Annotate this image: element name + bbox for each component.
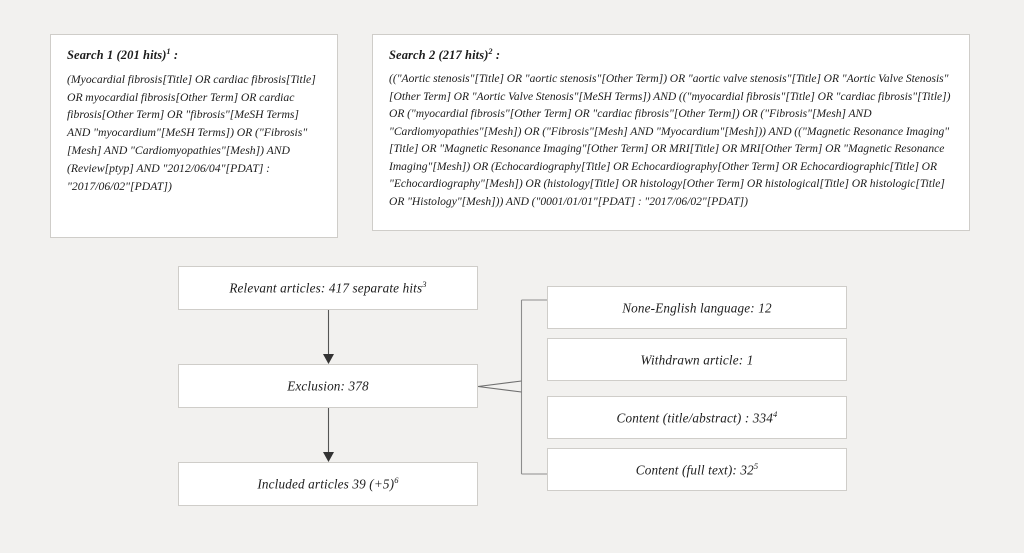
flow-box-relevant-articles: Relevant articles: 417 separate hits3 [178, 266, 478, 310]
flow-box-none-english-language: None-English language: 12 [547, 286, 847, 329]
flow-label-exclusion: Exclusion: 378 [287, 377, 369, 394]
flow-box-withdrawn-article: Withdrawn article: 1 [547, 338, 847, 381]
search-2-query: (("Aortic stenosis"[Title] OR "aortic st… [389, 72, 951, 209]
flow-box-included-articles: Included articles 39 (+5)6 [178, 462, 478, 506]
search-2-title-text: Search 2 (217 hits) [389, 48, 489, 63]
search-2-title-superscript: 2 [488, 47, 493, 56]
search-1-panel: Search 1 (201 hits)1 : (Myocardial fibro… [50, 34, 338, 238]
flow-superscript-relevant-articles: 3 [422, 279, 427, 290]
flow-text-withdrawn-article: Withdrawn article: 1 [640, 352, 754, 368]
arrow-relevant-to-exclusion-head [323, 354, 334, 364]
flow-text-content-full-text: Content (full text): 32 [635, 462, 754, 478]
search-1-query: (Myocardial fibrosis[Title] OR cardiac f… [67, 72, 316, 193]
search-2-title: Search 2 (217 hits)2 : [389, 46, 955, 65]
flow-superscript-included-articles: 6 [394, 475, 399, 486]
flow-label-withdrawn-article: Withdrawn article: 1 [641, 351, 754, 368]
flow-label-content-title-abstract: Content (title/abstract) : 3344 [617, 409, 778, 426]
search-1-title-text: Search 1 (201 hits) [67, 48, 167, 63]
flow-box-content-full-text: Content (full text): 325 [547, 448, 847, 491]
flow-superscript-content-title-abstract: 4 [773, 408, 778, 419]
flow-box-exclusion: Exclusion: 378 [178, 364, 478, 408]
flow-box-content-title-abstract: Content (title/abstract) : 3344 [547, 396, 847, 439]
flow-text-content-title-abstract: Content (title/abstract) : 334 [616, 410, 774, 426]
flow-label-content-full-text: Content (full text): 325 [636, 461, 759, 478]
search-2-panel: Search 2 (217 hits)2 : (("Aortic stenosi… [372, 34, 970, 231]
arrow-exclusion-to-included-head [323, 452, 334, 462]
bracket-junction-lower [477, 385, 522, 393]
bracket-junction-upper [477, 380, 522, 388]
flow-superscript-content-full-text: 5 [753, 460, 759, 471]
flow-label-relevant-articles: Relevant articles: 417 separate hits3 [229, 279, 426, 296]
flow-text-none-english-language: None-English language: 12 [622, 300, 772, 316]
flow-label-included-articles: Included articles 39 (+5)6 [257, 475, 398, 492]
flow-text-relevant-articles: Relevant articles: 417 separate hits [229, 280, 423, 296]
search-2-title-suffix: : [492, 48, 501, 63]
flow-text-included-articles: Included articles 39 (+5) [257, 476, 395, 492]
search-1-title-suffix: : [170, 48, 179, 63]
flow-label-none-english-language: None-English language: 12 [622, 299, 772, 316]
flow-text-exclusion: Exclusion: 378 [287, 378, 369, 394]
search-1-title: Search 1 (201 hits)1 : [67, 46, 323, 65]
search-1-title-superscript: 1 [166, 47, 171, 56]
